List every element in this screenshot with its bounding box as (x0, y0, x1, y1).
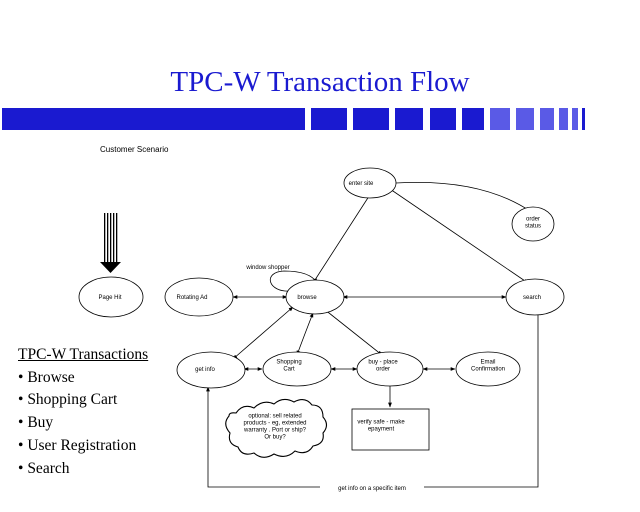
node-rotating-ad (164, 277, 234, 317)
node-shopping-cart (262, 351, 332, 387)
node-label: get info (195, 367, 215, 373)
node-page-hit (78, 276, 144, 318)
transactions-list: TPC-W Transactions Browse Shopping Cart … (18, 344, 148, 480)
transaction-item: Buy (18, 412, 148, 435)
edge-browse-cart (296, 312, 314, 356)
transaction-item: Search (18, 458, 148, 481)
node-enter-site (343, 167, 397, 199)
node-label: search (523, 295, 541, 301)
transaction-item: User Registration (18, 435, 148, 458)
node-label: Page Hit (98, 295, 121, 301)
edge-browse-getinfo (232, 306, 294, 360)
band-segment (2, 108, 305, 130)
band-segment (559, 108, 568, 130)
edge-enter-order-status (395, 181, 531, 212)
node-buy (356, 351, 424, 387)
band-segment (572, 108, 578, 130)
band-segment (395, 108, 423, 130)
node-verify-safe (351, 408, 430, 451)
transaction-item: Browse (18, 367, 148, 390)
edge-search-getinfo-right (424, 315, 539, 488)
edge-label: window shopper (245, 265, 289, 271)
page-title: TPC-W Transaction Flow (170, 66, 470, 98)
node-label: enter site (349, 181, 374, 187)
band-segment (490, 108, 510, 130)
scenario-label: Customer Scenario (100, 145, 169, 154)
transaction-item: Shopping Cart (18, 389, 148, 412)
band-segment (353, 108, 389, 130)
node-email (455, 351, 521, 387)
node-get-info (176, 351, 246, 389)
band-segment (462, 108, 484, 130)
node-label: Rotating Ad (176, 295, 207, 301)
node-browse (285, 279, 345, 315)
edge-window-shopper (269, 270, 318, 292)
edge-search-getinfo-left (206, 386, 320, 488)
band-segment (430, 108, 456, 130)
node-order-status (511, 206, 555, 242)
edge-enter-browse (312, 189, 374, 284)
edge-enter-search (389, 188, 529, 284)
transactions-heading: TPC-W Transactions (18, 346, 149, 363)
node-optional-cloud (225, 398, 328, 458)
title-band (0, 108, 640, 130)
band-segment (540, 108, 554, 130)
node-search (505, 278, 565, 316)
band-segment (311, 108, 347, 130)
down-arrow-icon (100, 213, 121, 273)
edge-browse-buy (323, 308, 383, 356)
node-label: browse (297, 295, 317, 301)
band-segment (582, 108, 585, 130)
band-segment (516, 108, 534, 130)
edge-label: get info on a specific item (338, 486, 406, 492)
